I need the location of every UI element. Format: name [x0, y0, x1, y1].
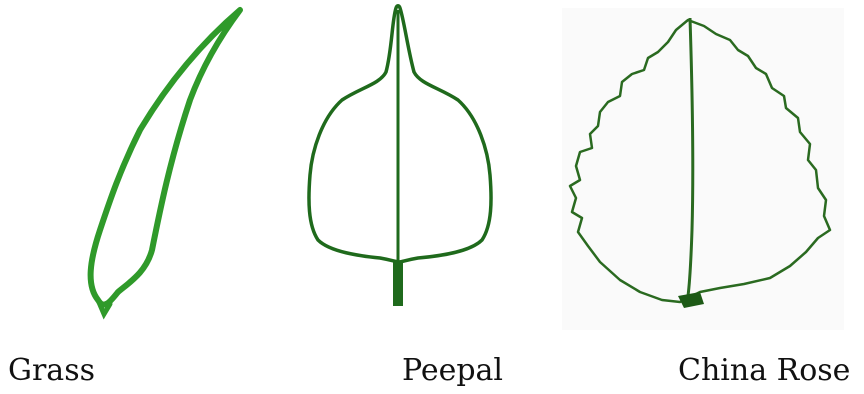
- china-rose-leaf-outline: [570, 20, 830, 302]
- grass-leaf: [91, 10, 240, 314]
- grass-leaf-outline: [91, 10, 240, 305]
- caption-grass: Grass: [8, 356, 95, 386]
- china-rose-midrib: [688, 18, 693, 296]
- peepal-petiole: [393, 262, 403, 306]
- china-rose-leaf: [570, 18, 830, 308]
- peepal-leaf: [309, 6, 491, 306]
- caption-china-rose: China Rose: [678, 356, 850, 386]
- china-rose-petiole: [678, 292, 704, 308]
- peepal-leaf-outline: [309, 6, 491, 262]
- caption-peepal: Peepal: [402, 356, 503, 386]
